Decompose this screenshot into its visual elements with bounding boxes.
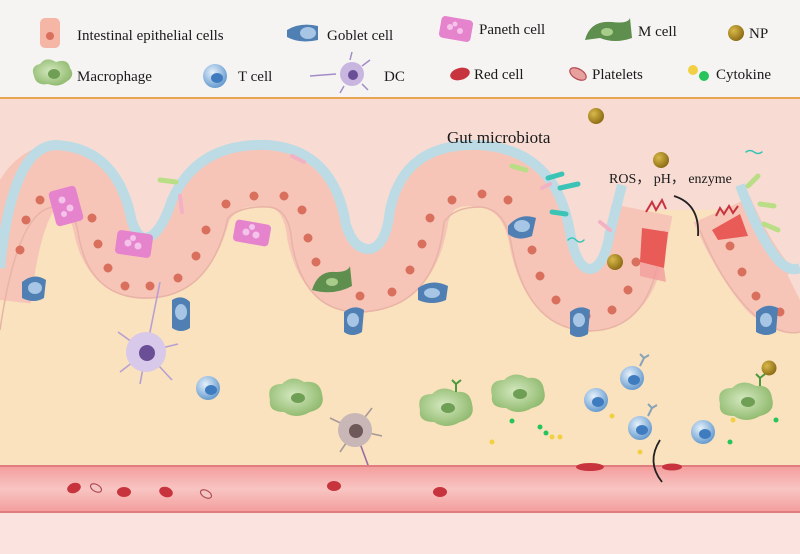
legend-label-cytokine: Cytokine [716, 67, 771, 83]
red-cell-icon [450, 67, 470, 81]
legend-label-macrophage: Macrophage [77, 69, 152, 85]
t-cell [620, 353, 650, 390]
macrophage [269, 378, 323, 416]
t-cell [628, 403, 658, 440]
t-cell [196, 376, 220, 400]
goblet-cell [508, 216, 536, 239]
mucus-layer [0, 139, 800, 275]
red-cells [67, 463, 682, 498]
m-cell [312, 266, 352, 293]
legend-label-dc: DC [384, 69, 405, 85]
legend-label-platelets: Platelets [592, 67, 643, 83]
paneth-cell-icon [438, 16, 474, 42]
cytokines [489, 413, 779, 455]
paneth-cell [48, 185, 84, 227]
dendritic-cell [117, 281, 179, 385]
t-cell [691, 420, 715, 444]
vessel-barrier-arc [652, 439, 663, 483]
dendritic-cell-icon [309, 51, 371, 94]
epithelial-cell-icon [40, 18, 60, 48]
legend-label-np: NP [749, 26, 768, 42]
paneth-cell [232, 219, 272, 247]
macrophage [419, 379, 473, 426]
goblet-cell [22, 276, 46, 301]
legend-label-goblet: Goblet cell [327, 28, 393, 44]
legend-label-epithelial: Intestinal epithelial cells [77, 28, 224, 44]
platelet-icon [569, 67, 587, 81]
platelets [89, 483, 213, 499]
cytokine-icon [688, 65, 709, 81]
macrophage [719, 373, 773, 420]
blood-vessel [0, 466, 800, 512]
goblet-cell [570, 307, 590, 337]
dendritic-cell [329, 407, 383, 493]
macrophage-icon [32, 59, 73, 86]
goblet-cell [172, 297, 190, 331]
legend-label-red-cell: Red cell [474, 67, 524, 83]
legend-panel [0, 0, 800, 98]
legend-label-t-cell: T cell [238, 69, 272, 85]
np-legend-icon [728, 25, 744, 41]
damaged-epithelium [640, 197, 748, 282]
macrophage [491, 374, 545, 412]
barrier-arc [673, 195, 699, 237]
goblet-cell [756, 305, 778, 335]
paneth-cell [115, 230, 153, 258]
t-cell [584, 388, 608, 412]
microbiota-label: Gut microbiota [447, 128, 551, 147]
t-cell-icon [203, 64, 227, 88]
legend-label-paneth: Paneth cell [479, 22, 545, 38]
barrier-stressors-label: ROS， pH， enzyme [609, 172, 732, 187]
goblet-cell-icon [287, 24, 318, 42]
m-cell-icon [585, 18, 632, 41]
legend-label-m-cell: M cell [638, 24, 677, 40]
goblet-cell [418, 282, 448, 303]
bacteria [157, 149, 781, 243]
goblet-cell [344, 307, 364, 335]
